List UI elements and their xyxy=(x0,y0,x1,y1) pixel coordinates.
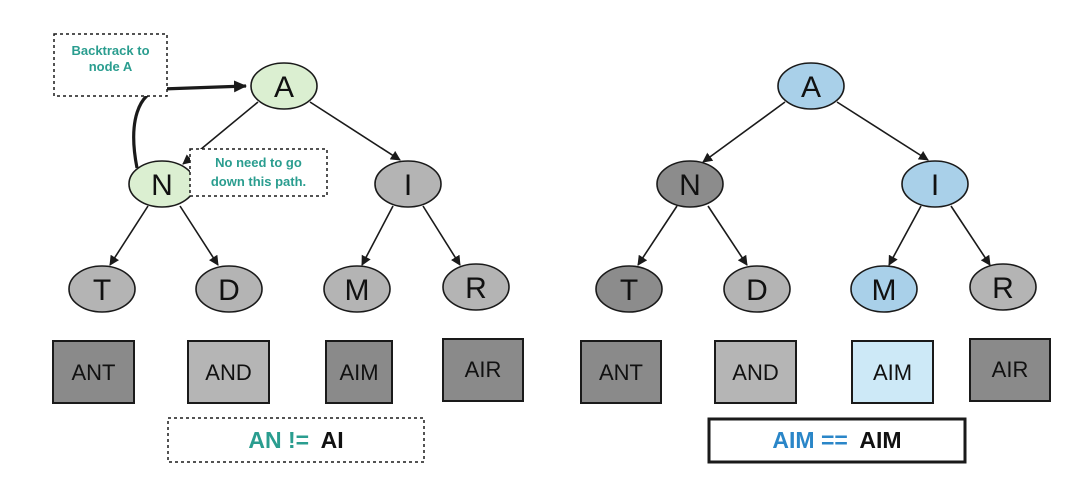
compare-not-equal: AN != xyxy=(248,427,309,453)
left-node-n: N xyxy=(128,160,196,208)
edge-i-m xyxy=(888,205,922,266)
right-node-n: N xyxy=(656,160,724,208)
word-label: AIR xyxy=(465,357,502,382)
edge-a-i xyxy=(836,101,929,161)
left-word-aim: AIM xyxy=(325,340,393,404)
left-node-a: A xyxy=(250,62,318,110)
left-compare-box: AN != AI xyxy=(167,417,425,463)
word-label: AIR xyxy=(992,357,1029,382)
edge-a-n xyxy=(702,101,786,163)
word-label: AND xyxy=(205,360,251,385)
left-trie: A N I T D M R ANT xyxy=(52,33,524,463)
word-label: AND xyxy=(732,360,778,385)
right-node-t: T xyxy=(595,265,663,313)
node-label: A xyxy=(274,71,294,104)
left-word-and: AND xyxy=(187,340,270,404)
edge-n-d xyxy=(179,205,219,266)
right-word-ant: ANT xyxy=(580,340,662,404)
node-label: D xyxy=(746,274,768,307)
no-need-note-line1: No need to go xyxy=(215,155,302,170)
right-node-m: M xyxy=(850,265,918,313)
node-label: M xyxy=(872,274,897,307)
edge-n-t xyxy=(637,205,678,266)
left-word-air: AIR xyxy=(442,338,524,402)
svg-text:AN != AI: AN != AI xyxy=(248,427,343,453)
svg-text:AIM == AIM: AIM == AIM xyxy=(772,427,901,453)
edge-n-d xyxy=(707,205,748,266)
no-need-note-line2: down this path. xyxy=(211,174,306,189)
compare-prefix: AI xyxy=(321,427,344,453)
right-edges xyxy=(637,101,991,266)
left-word-ant: ANT xyxy=(52,340,135,404)
node-label: I xyxy=(931,169,939,202)
left-node-d: D xyxy=(195,265,263,313)
edge-i-r xyxy=(950,205,991,266)
edge-i-r xyxy=(422,205,461,266)
edge-n-t xyxy=(109,205,149,266)
right-node-d: D xyxy=(723,265,791,313)
word-label: ANT xyxy=(599,360,643,385)
right-trie: A N I T D M R ANT xyxy=(580,62,1051,464)
backtrack-note-line1: Backtrack to xyxy=(71,43,149,58)
node-label: T xyxy=(93,274,111,307)
backtrack-note: Backtrack to node A xyxy=(53,33,168,97)
node-label: M xyxy=(345,274,370,307)
no-need-note: No need to go down this path. xyxy=(189,148,328,197)
left-node-i: I xyxy=(374,160,442,208)
edge-i-m xyxy=(361,205,394,266)
right-node-a: A xyxy=(777,62,845,110)
node-label: D xyxy=(218,274,240,307)
right-word-aim: AIM xyxy=(851,340,934,404)
compare-word: AIM xyxy=(859,427,901,453)
backtrack-note-line2: node A xyxy=(89,59,133,74)
compare-equal: AIM == xyxy=(772,427,847,453)
word-label: AIM xyxy=(873,360,912,385)
right-node-i: I xyxy=(901,160,969,208)
node-label: T xyxy=(620,274,638,307)
left-node-r: R xyxy=(442,263,510,311)
right-node-r: R xyxy=(969,263,1037,311)
right-compare-box: AIM == AIM xyxy=(707,417,967,464)
node-label: N xyxy=(151,169,173,202)
word-label: AIM xyxy=(339,360,378,385)
node-label: A xyxy=(801,71,821,104)
right-word-and: AND xyxy=(714,340,797,404)
node-label: I xyxy=(404,169,412,202)
node-label: N xyxy=(679,169,701,202)
node-label: R xyxy=(465,272,487,305)
word-label: ANT xyxy=(72,360,116,385)
right-word-air: AIR xyxy=(969,338,1051,402)
left-node-m: M xyxy=(323,265,391,313)
edge-a-i xyxy=(309,101,401,161)
left-node-t: T xyxy=(68,265,136,313)
node-label: R xyxy=(992,272,1014,305)
